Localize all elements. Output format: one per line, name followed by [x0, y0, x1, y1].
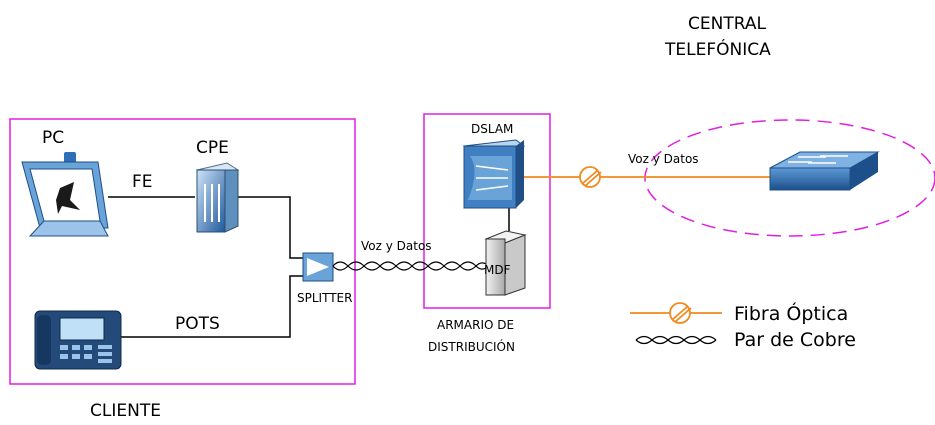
cpe-icon: [195, 162, 240, 233]
cliente-box: [9, 118, 356, 385]
armario-label-line2: DISTRIBUCIÓN: [428, 339, 515, 354]
pc-icon: [21, 152, 109, 237]
central-title-line1: CENTRAL: [688, 14, 766, 34]
mdf-icon: [484, 230, 527, 296]
legend-fiber-icon: [669, 302, 692, 324]
fiber-marker-icon: [579, 166, 602, 188]
dslam-label: DSLAM: [471, 122, 513, 136]
cpe-label: CPE: [196, 138, 229, 158]
pc-label: PC: [42, 128, 64, 148]
mdf-label: MDF: [484, 263, 511, 277]
central-cloud: [644, 119, 935, 237]
armario-box: [423, 113, 551, 309]
cliente-label: CLIENTE: [90, 401, 161, 421]
dslam-icon: [462, 139, 526, 209]
copper-pair-link: [332, 261, 487, 271]
splitter-label: SPLITTER: [297, 291, 352, 305]
legend-copper-icon: [635, 335, 717, 345]
cpe-splitter-link: [237, 196, 303, 259]
splitter-icon: [302, 252, 334, 282]
phone-splitter-link: [120, 275, 303, 338]
central-title-line2: TELEFÓNICA: [664, 38, 771, 60]
copper-link-label: Voz y Datos: [361, 239, 432, 253]
legend-fiber-label: Fibra Óptica: [734, 301, 848, 325]
legend-copper-label: Par de Cobre: [734, 329, 856, 351]
armario-label-line1: ARMARIO DE: [437, 318, 514, 332]
phone-icon: [34, 310, 122, 370]
legend: Fibra Óptica Par de Cobre: [630, 301, 856, 351]
fiber-link-label: Voz y Datos: [628, 152, 699, 166]
switch-icon: [769, 151, 880, 191]
fe-label: FE: [132, 172, 153, 192]
pots-label: POTS: [175, 314, 220, 334]
